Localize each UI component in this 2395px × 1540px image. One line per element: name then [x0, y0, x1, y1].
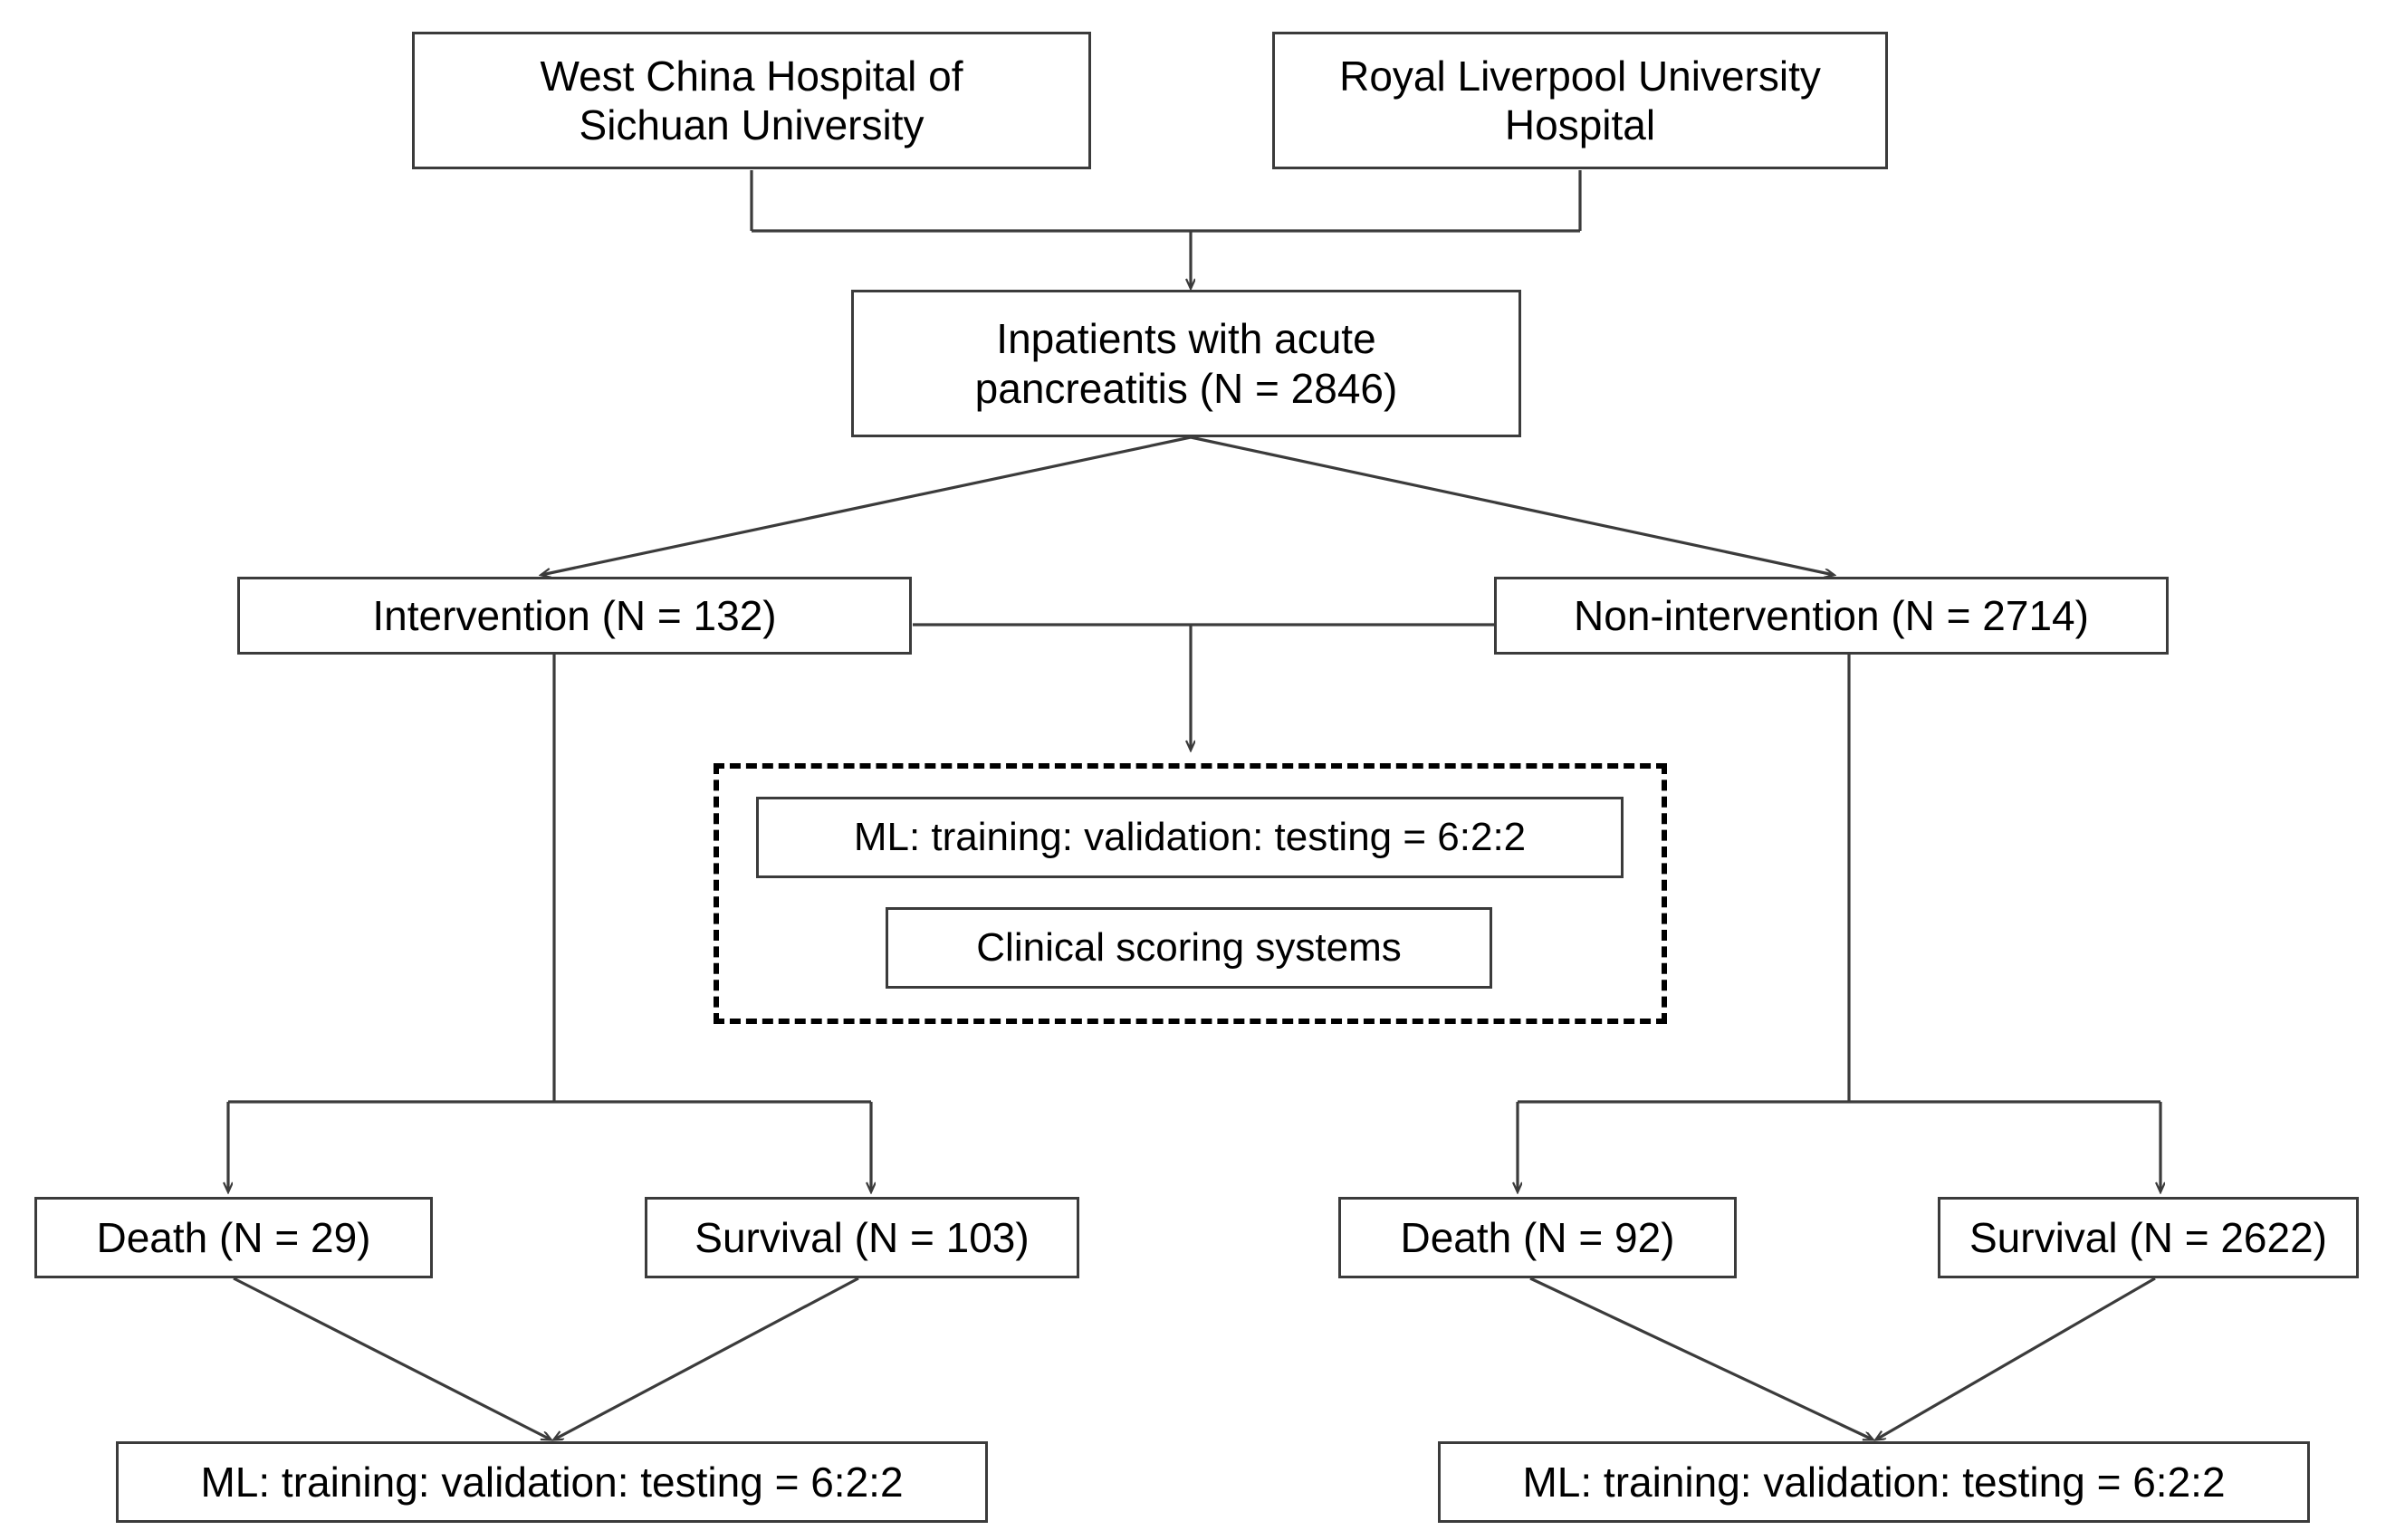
node-label: Survival (N = 2622) [1969, 1213, 2327, 1261]
node-label: ML: training: validation: testing = 6:2:… [1522, 1458, 2226, 1506]
node-label: Death (N = 92) [1400, 1213, 1675, 1261]
node-label: Survival (N = 103) [695, 1213, 1030, 1261]
edge-inpatients-to-intervention [541, 435, 1192, 575]
node-death-non-intervention[interactable]: Death (N = 92) [1338, 1197, 1737, 1278]
node-survival-intervention[interactable]: Survival (N = 103) [645, 1197, 1079, 1278]
node-label: Clinical scoring systems [976, 925, 1402, 971]
edge-survival-nonint-to-ml-right [1876, 1277, 2156, 1440]
node-clinical-scoring-systems[interactable]: Clinical scoring systems [886, 907, 1492, 989]
edge-inpatients-to-non-intervention [1190, 435, 1834, 575]
node-ml-split-group[interactable]: ML: training: validation: testing = 6:2:… [756, 797, 1624, 878]
node-ml-split-left[interactable]: ML: training: validation: testing = 6:2:… [116, 1441, 988, 1523]
node-label: Death (N = 29) [96, 1213, 371, 1261]
node-intervention[interactable]: Intervention (N = 132) [237, 577, 912, 655]
node-survival-non-intervention[interactable]: Survival (N = 2622) [1938, 1197, 2359, 1278]
node-label: ML: training: validation: testing = 6:2:… [853, 815, 1527, 860]
node-label: Inpatients with acute pancreatitis (N = … [974, 315, 1398, 412]
node-label: West China Hospital of Sichuan Universit… [540, 52, 963, 148]
node-non-intervention[interactable]: Non-intervention (N = 2714) [1494, 577, 2169, 655]
edge-death-int-to-ml-left [233, 1277, 551, 1440]
node-label: Intervention (N = 132) [372, 591, 777, 639]
node-royal-liverpool-hospital[interactable]: Royal Liverpool University Hospital [1272, 32, 1888, 169]
edge-survival-int-to-ml-left [554, 1277, 859, 1440]
node-label: Non-intervention (N = 2714) [1574, 591, 2089, 639]
node-label: Royal Liverpool University Hospital [1339, 52, 1821, 148]
node-west-china-hospital[interactable]: West China Hospital of Sichuan Universit… [412, 32, 1091, 169]
edge-death-nonint-to-ml-right [1529, 1277, 1873, 1440]
node-death-intervention[interactable]: Death (N = 29) [34, 1197, 433, 1278]
node-inpatients-acute-pancreatitis[interactable]: Inpatients with acute pancreatitis (N = … [851, 290, 1521, 437]
node-ml-split-right[interactable]: ML: training: validation: testing = 6:2:… [1438, 1441, 2310, 1523]
node-label: ML: training: validation: testing = 6:2:… [200, 1458, 904, 1506]
